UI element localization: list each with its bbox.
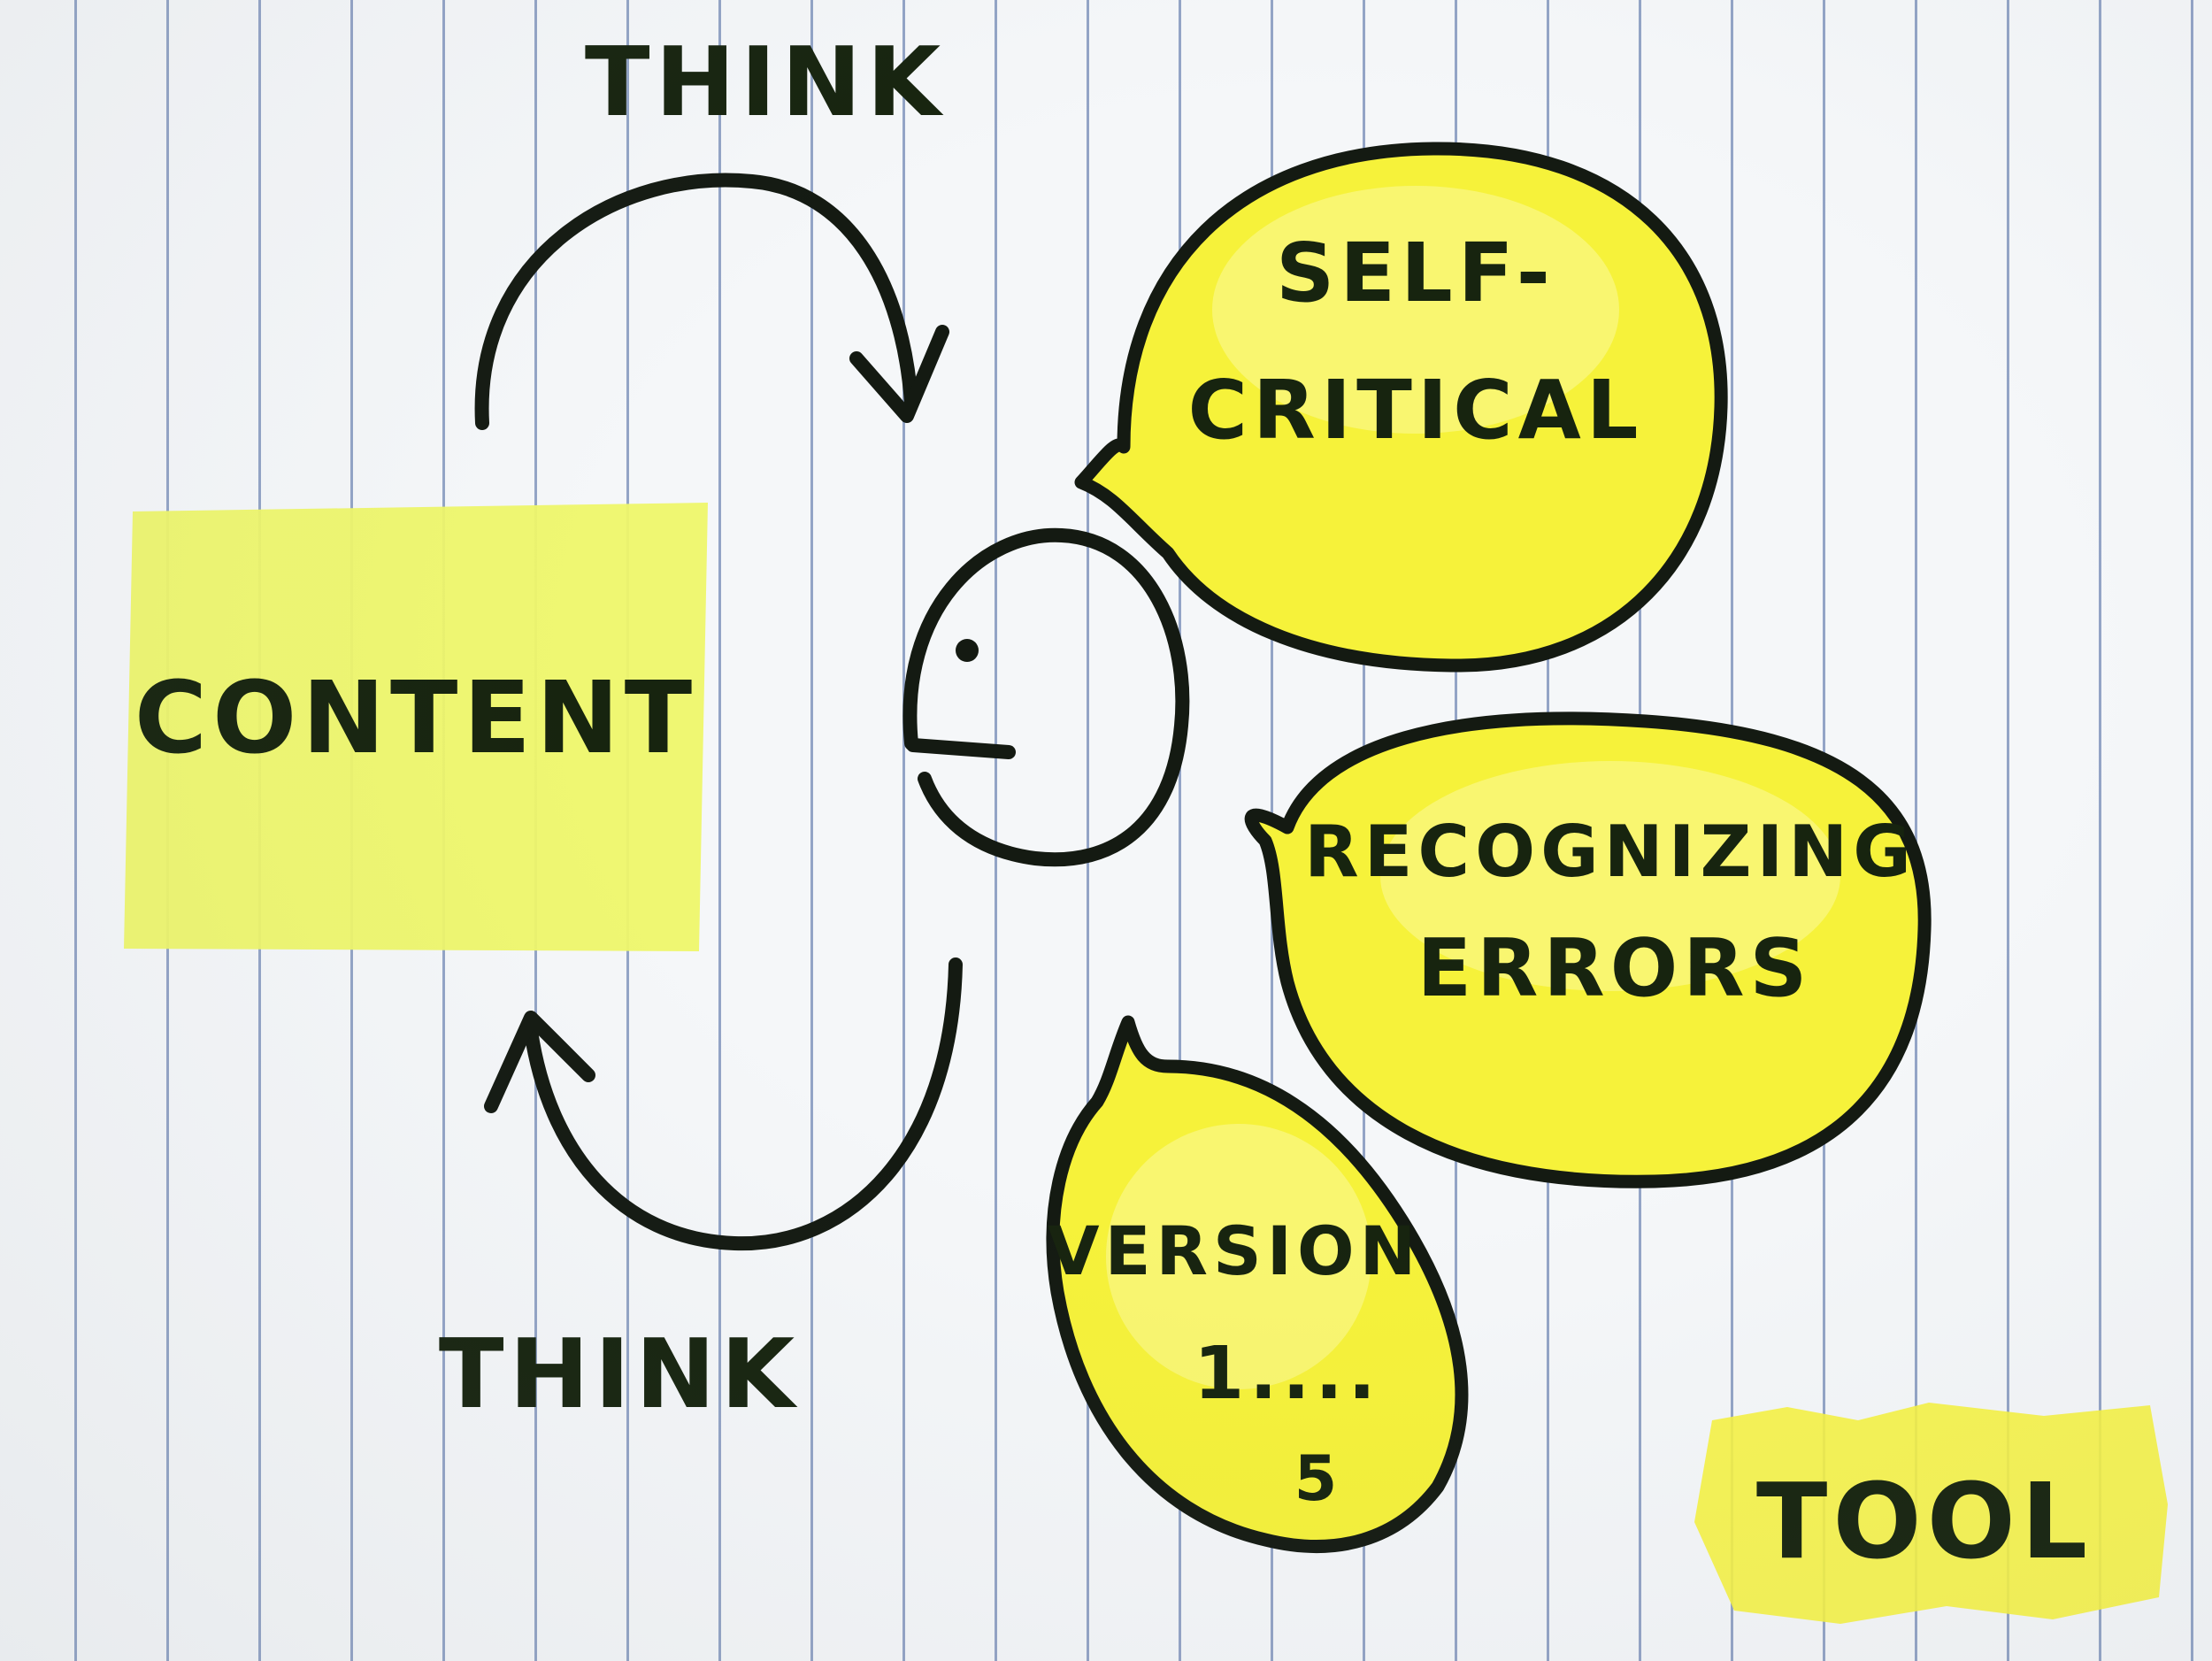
version-line2: 1.... bbox=[1194, 1332, 1381, 1416]
top-arrowhead bbox=[849, 325, 949, 423]
self-critical-line1: SELF- bbox=[1276, 226, 1555, 320]
self-critical-line2: CRITICAL bbox=[1188, 363, 1644, 458]
tool-tag: TOOL bbox=[1694, 1403, 2168, 1624]
version-line3: 5 bbox=[1294, 1442, 1343, 1515]
top-think-label: THINK bbox=[585, 27, 946, 138]
version-line1: VERSION bbox=[1048, 1211, 1421, 1290]
content-sticky-note: CONTENT bbox=[124, 503, 708, 951]
bottom-think-label: THINK bbox=[439, 1319, 800, 1430]
recognizing-errors-bubble: RECOGNIZING ERRORS bbox=[1244, 711, 1932, 1188]
self-critical-bubble: SELF- CRITICAL bbox=[1074, 142, 1728, 673]
version-bubble: VERSION 1.... 5 bbox=[1046, 1015, 1469, 1553]
bottom-arrowhead bbox=[484, 1011, 595, 1113]
recognizing-errors-line1: RECOGNIZING bbox=[1304, 811, 1916, 893]
top-curved-arrow bbox=[474, 173, 918, 430]
bottom-curved-arrow bbox=[524, 957, 963, 1251]
face-icon bbox=[902, 527, 1190, 867]
recognizing-errors-line2: ERRORS bbox=[1417, 922, 1813, 1015]
tool-label: TOOL bbox=[1756, 1460, 2093, 1582]
content-label: CONTENT bbox=[134, 661, 697, 776]
